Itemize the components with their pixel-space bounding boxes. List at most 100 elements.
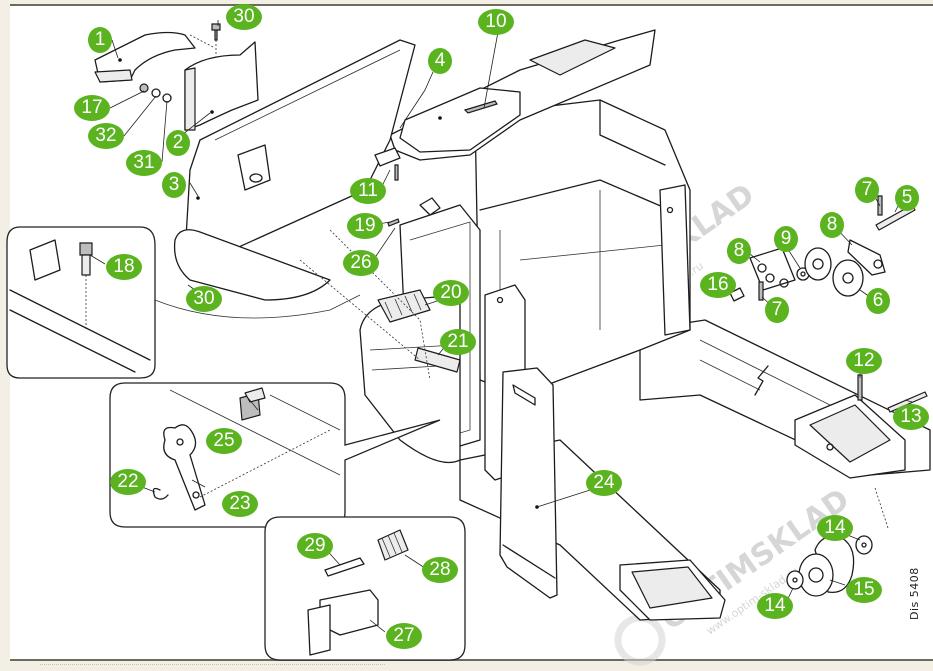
socket-hole bbox=[249, 173, 263, 183]
washer-hole bbox=[800, 271, 806, 277]
callout-18: 18 bbox=[106, 254, 142, 280]
callout-21: 21 bbox=[440, 329, 476, 355]
callout-14-top: 14 bbox=[817, 515, 853, 541]
callout-12: 12 bbox=[846, 348, 882, 374]
callout-5: 5 bbox=[895, 185, 919, 211]
part-26-pin bbox=[387, 218, 400, 227]
part-24-panel bbox=[499, 367, 558, 599]
callout-27: 27 bbox=[386, 623, 422, 649]
callout-19: 19 bbox=[347, 213, 383, 239]
part-1-cover bbox=[94, 31, 196, 83]
lever-hole bbox=[192, 491, 200, 499]
callout-7-top: 7 bbox=[855, 177, 879, 203]
roller-bearing bbox=[812, 258, 824, 270]
panel-handle-hole bbox=[512, 384, 536, 406]
part-dot bbox=[196, 196, 200, 200]
drive-unit-housing bbox=[359, 294, 461, 464]
wheel-hub bbox=[808, 567, 824, 583]
callout-29: 29 bbox=[297, 533, 333, 559]
callout-11: 11 bbox=[350, 178, 386, 204]
left-fork-end-inner bbox=[631, 566, 713, 609]
fork-hole bbox=[826, 443, 834, 451]
part-14-washer-bottom bbox=[786, 570, 804, 590]
callout-24: 24 bbox=[586, 470, 622, 496]
callout-28: 28 bbox=[422, 557, 458, 583]
spring-coils bbox=[381, 532, 403, 558]
callout-31: 31 bbox=[126, 150, 162, 176]
roller-left bbox=[804, 247, 832, 281]
plate-hole bbox=[779, 278, 789, 288]
wheel-guide bbox=[874, 487, 889, 529]
callout-8-right: 8 bbox=[820, 212, 844, 238]
callout-26: 26 bbox=[343, 250, 379, 276]
callout-16: 16 bbox=[700, 272, 736, 298]
part-18-knob bbox=[79, 242, 93, 256]
post-hole bbox=[496, 296, 504, 304]
callout-14-bottom: 14 bbox=[757, 593, 793, 619]
plate-hole bbox=[757, 263, 767, 273]
washer-hole bbox=[861, 542, 867, 548]
part-31-washer bbox=[162, 93, 172, 103]
screw-30 bbox=[211, 23, 221, 41]
top-cover-recess bbox=[529, 39, 616, 76]
drawing-code-label: Dis 5408 bbox=[908, 567, 921, 620]
inset-18-structure bbox=[9, 239, 151, 373]
callout-9: 9 bbox=[774, 226, 798, 252]
inset-frame bbox=[264, 516, 466, 661]
bottom-divider bbox=[40, 664, 385, 668]
part-23-lever bbox=[163, 424, 206, 511]
hinge-bracket bbox=[419, 197, 441, 216]
callout-23: 23 bbox=[222, 491, 258, 517]
part-29-bar bbox=[324, 557, 365, 577]
panel-24 bbox=[499, 367, 558, 599]
part-2-cover bbox=[184, 41, 259, 131]
part-dot bbox=[118, 58, 122, 62]
part-dot bbox=[210, 110, 214, 114]
callout-4: 4 bbox=[428, 48, 452, 74]
plate-hole bbox=[873, 259, 883, 269]
side-cover-panel bbox=[184, 39, 416, 276]
callout-15: 15 bbox=[846, 577, 882, 603]
callout-7-bottom: 7 bbox=[765, 297, 789, 323]
callout-3: 3 bbox=[162, 172, 186, 198]
inset-22-lines bbox=[169, 389, 341, 476]
main-box-edges bbox=[479, 99, 671, 211]
plate-hole bbox=[765, 273, 775, 283]
inset-connector bbox=[154, 294, 361, 319]
watermark-ring bbox=[614, 614, 666, 666]
top-left-covers bbox=[94, 23, 259, 131]
part-18-body bbox=[81, 254, 91, 276]
callout-30-bottom: 30 bbox=[186, 286, 222, 312]
wheel-assembly bbox=[786, 535, 873, 597]
right-post bbox=[659, 184, 691, 336]
panel-foot-line bbox=[502, 544, 556, 579]
part-20-roller bbox=[377, 289, 431, 323]
part-14-washer-top bbox=[855, 535, 873, 555]
part-2-edge bbox=[184, 67, 196, 131]
post-hole bbox=[666, 206, 674, 214]
callout-10: 10 bbox=[478, 9, 514, 35]
callout-30-top: 30 bbox=[226, 4, 262, 30]
bracket-parts bbox=[374, 147, 441, 227]
part-7-pin-bottom bbox=[758, 281, 764, 301]
roller-assembly bbox=[729, 195, 916, 302]
break-mark bbox=[754, 365, 769, 396]
part-12-pin bbox=[857, 374, 863, 401]
side-cover-edge bbox=[214, 49, 401, 141]
screw-guide bbox=[189, 34, 217, 55]
roller-bearing bbox=[842, 272, 854, 284]
callout-2: 2 bbox=[166, 130, 190, 156]
part-1-lip bbox=[94, 69, 133, 83]
callout-17: 17 bbox=[74, 95, 110, 121]
part-6-roller bbox=[832, 259, 864, 297]
callout-22: 22 bbox=[110, 469, 146, 495]
callout-25: 25 bbox=[206, 428, 242, 454]
inset-guide bbox=[199, 429, 331, 498]
part-21-shaft bbox=[414, 347, 461, 373]
inset-detail-27-29 bbox=[264, 516, 466, 661]
side-cover bbox=[173, 39, 416, 301]
part-5-axle bbox=[875, 204, 916, 231]
shaft-parts bbox=[299, 229, 461, 381]
wheel-face bbox=[798, 553, 834, 597]
